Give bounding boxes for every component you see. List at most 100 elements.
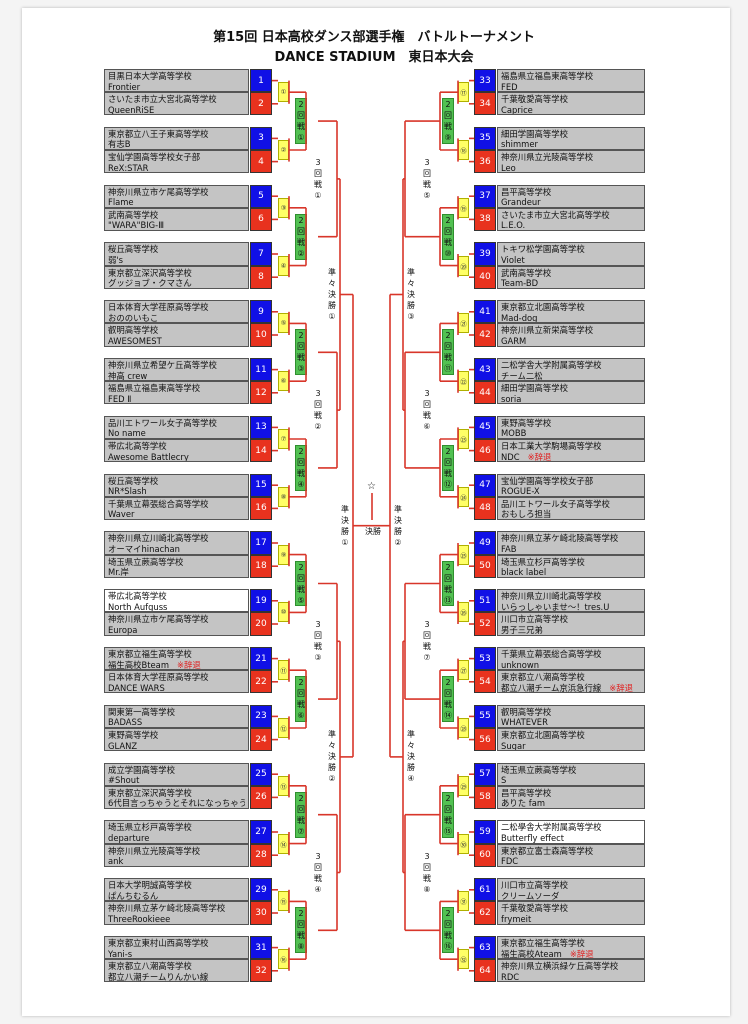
seed-number: 51 (474, 589, 496, 613)
team-label: Butterfly effect (501, 832, 565, 843)
school-name: さいたま市立大宮北高等学校 (108, 94, 217, 105)
team-label: ROGUE-X (501, 486, 540, 497)
team-label: 6代目言っちゃうとそれになっちゃうから (108, 798, 245, 809)
team-label: FED Ⅱ (108, 393, 132, 404)
team-label: オーマイhinachan (108, 543, 180, 554)
team-label: 福生高校Ateam (501, 948, 562, 959)
seed-number: 31 (250, 936, 272, 960)
withdrawn-note: ※辞退 (176, 659, 201, 670)
team-label: Grandeur (501, 197, 541, 208)
team-name: shimmer (501, 139, 641, 150)
team-label: shimmer (501, 139, 538, 150)
school-name: 武南高等学校 (108, 209, 159, 220)
school-name: 日本工業大学駒場高等学校 (501, 441, 602, 451)
seed-number: 19 (250, 589, 272, 613)
seed-number: 44 (474, 381, 496, 405)
team-label: おののいもこ (108, 312, 159, 323)
team-label: FDC (501, 856, 519, 867)
team-label: Mr.岸 (108, 567, 129, 578)
team-label: 都立八潮チーム京浜急行線 (501, 682, 602, 693)
seed-number: 36 (474, 150, 496, 174)
team-name: おもしろ担当 (501, 509, 641, 519)
team-name: 弱's (108, 255, 245, 265)
final-star: ☆ (367, 481, 376, 492)
team-label: RDC (501, 971, 520, 982)
team-label: frymeit (501, 913, 532, 924)
school-name: 埼玉県立杉戸高等学校 (501, 556, 585, 567)
team-name: North Aufguss (108, 602, 245, 612)
right-r2-box (442, 676, 454, 722)
team-name: Mad-dog (501, 313, 641, 323)
school-name: 神奈川県立川崎北高等学校 (501, 591, 602, 602)
school-name: さいたま市立大宮北高等学校 (501, 209, 610, 220)
seed-number: 25 (250, 762, 272, 786)
team-label: Awesome Battlecry (108, 451, 189, 462)
team-name: FED (501, 82, 641, 92)
school-name: 昌平高等学校 (501, 186, 552, 197)
team-name: 神高 crew (108, 371, 245, 381)
team-label: DANCE WARS (108, 682, 165, 693)
seed-number: 23 (250, 704, 272, 728)
team-name: Awesome Battlecry (108, 451, 245, 462)
withdrawn-note: ※辞退 (527, 451, 552, 462)
school-name: 東京都立東村山西高等学校 (108, 938, 209, 948)
school-name: 品川エトワール女子高等学校 (501, 498, 610, 509)
seed-number: 15 (250, 473, 272, 497)
school-name: 桜丘高等学校 (108, 475, 159, 486)
seed-number: 56 (474, 728, 496, 752)
team-label: soria (501, 393, 522, 404)
school-name: 東野高等学校 (501, 417, 552, 428)
right-team-row: 品川エトワール女子高等学校おもしろ担当 (497, 496, 645, 520)
school-name: 東野高等学校 (108, 730, 159, 740)
team-label: Violet (501, 254, 525, 265)
team-label: S (501, 775, 507, 786)
team-name: チーム二松 (501, 371, 641, 381)
seed-number: 58 (474, 785, 496, 809)
seed-number: 34 (474, 92, 496, 116)
seed-number: 61 (474, 878, 496, 902)
school-name: 埼玉県立杉戸高等学校 (108, 822, 192, 833)
seed-number: 64 (474, 959, 496, 983)
team-name: #Shout (108, 775, 245, 786)
school-name: 品川エトワール女子高等学校 (108, 417, 217, 428)
team-label: #Shout (108, 775, 140, 786)
team-name: ReX:STAR (108, 163, 245, 173)
team-name: グッジョブ・クマさん (108, 278, 245, 288)
school-name: 神奈川県立市ケ尾高等学校 (108, 614, 209, 625)
school-name: 千葉県立幕張総合高等学校 (501, 649, 602, 659)
team-name: GLANZ (108, 741, 245, 751)
tournament-subtitle: DANCE STADIUM 東日本大会 (274, 50, 474, 65)
seed-number: 47 (474, 473, 496, 497)
school-name: 神奈川県立新栄高等学校 (501, 325, 594, 336)
seed-number: 30 (250, 901, 272, 925)
team-name: 男子三兄弟 (501, 625, 641, 635)
team-label: ありた fam (501, 798, 546, 809)
school-name: 東京都立八潮高等学校 (108, 961, 192, 972)
seed-number: 2 (250, 92, 272, 116)
school-name: トキワ松学園高等学校 (501, 244, 585, 255)
team-label: Team-BD (501, 278, 539, 289)
team-name: MOBB (501, 428, 641, 438)
withdrawn-note: ※辞退 (609, 682, 634, 693)
seed-number: 63 (474, 936, 496, 960)
team-name: Leo (501, 163, 641, 173)
